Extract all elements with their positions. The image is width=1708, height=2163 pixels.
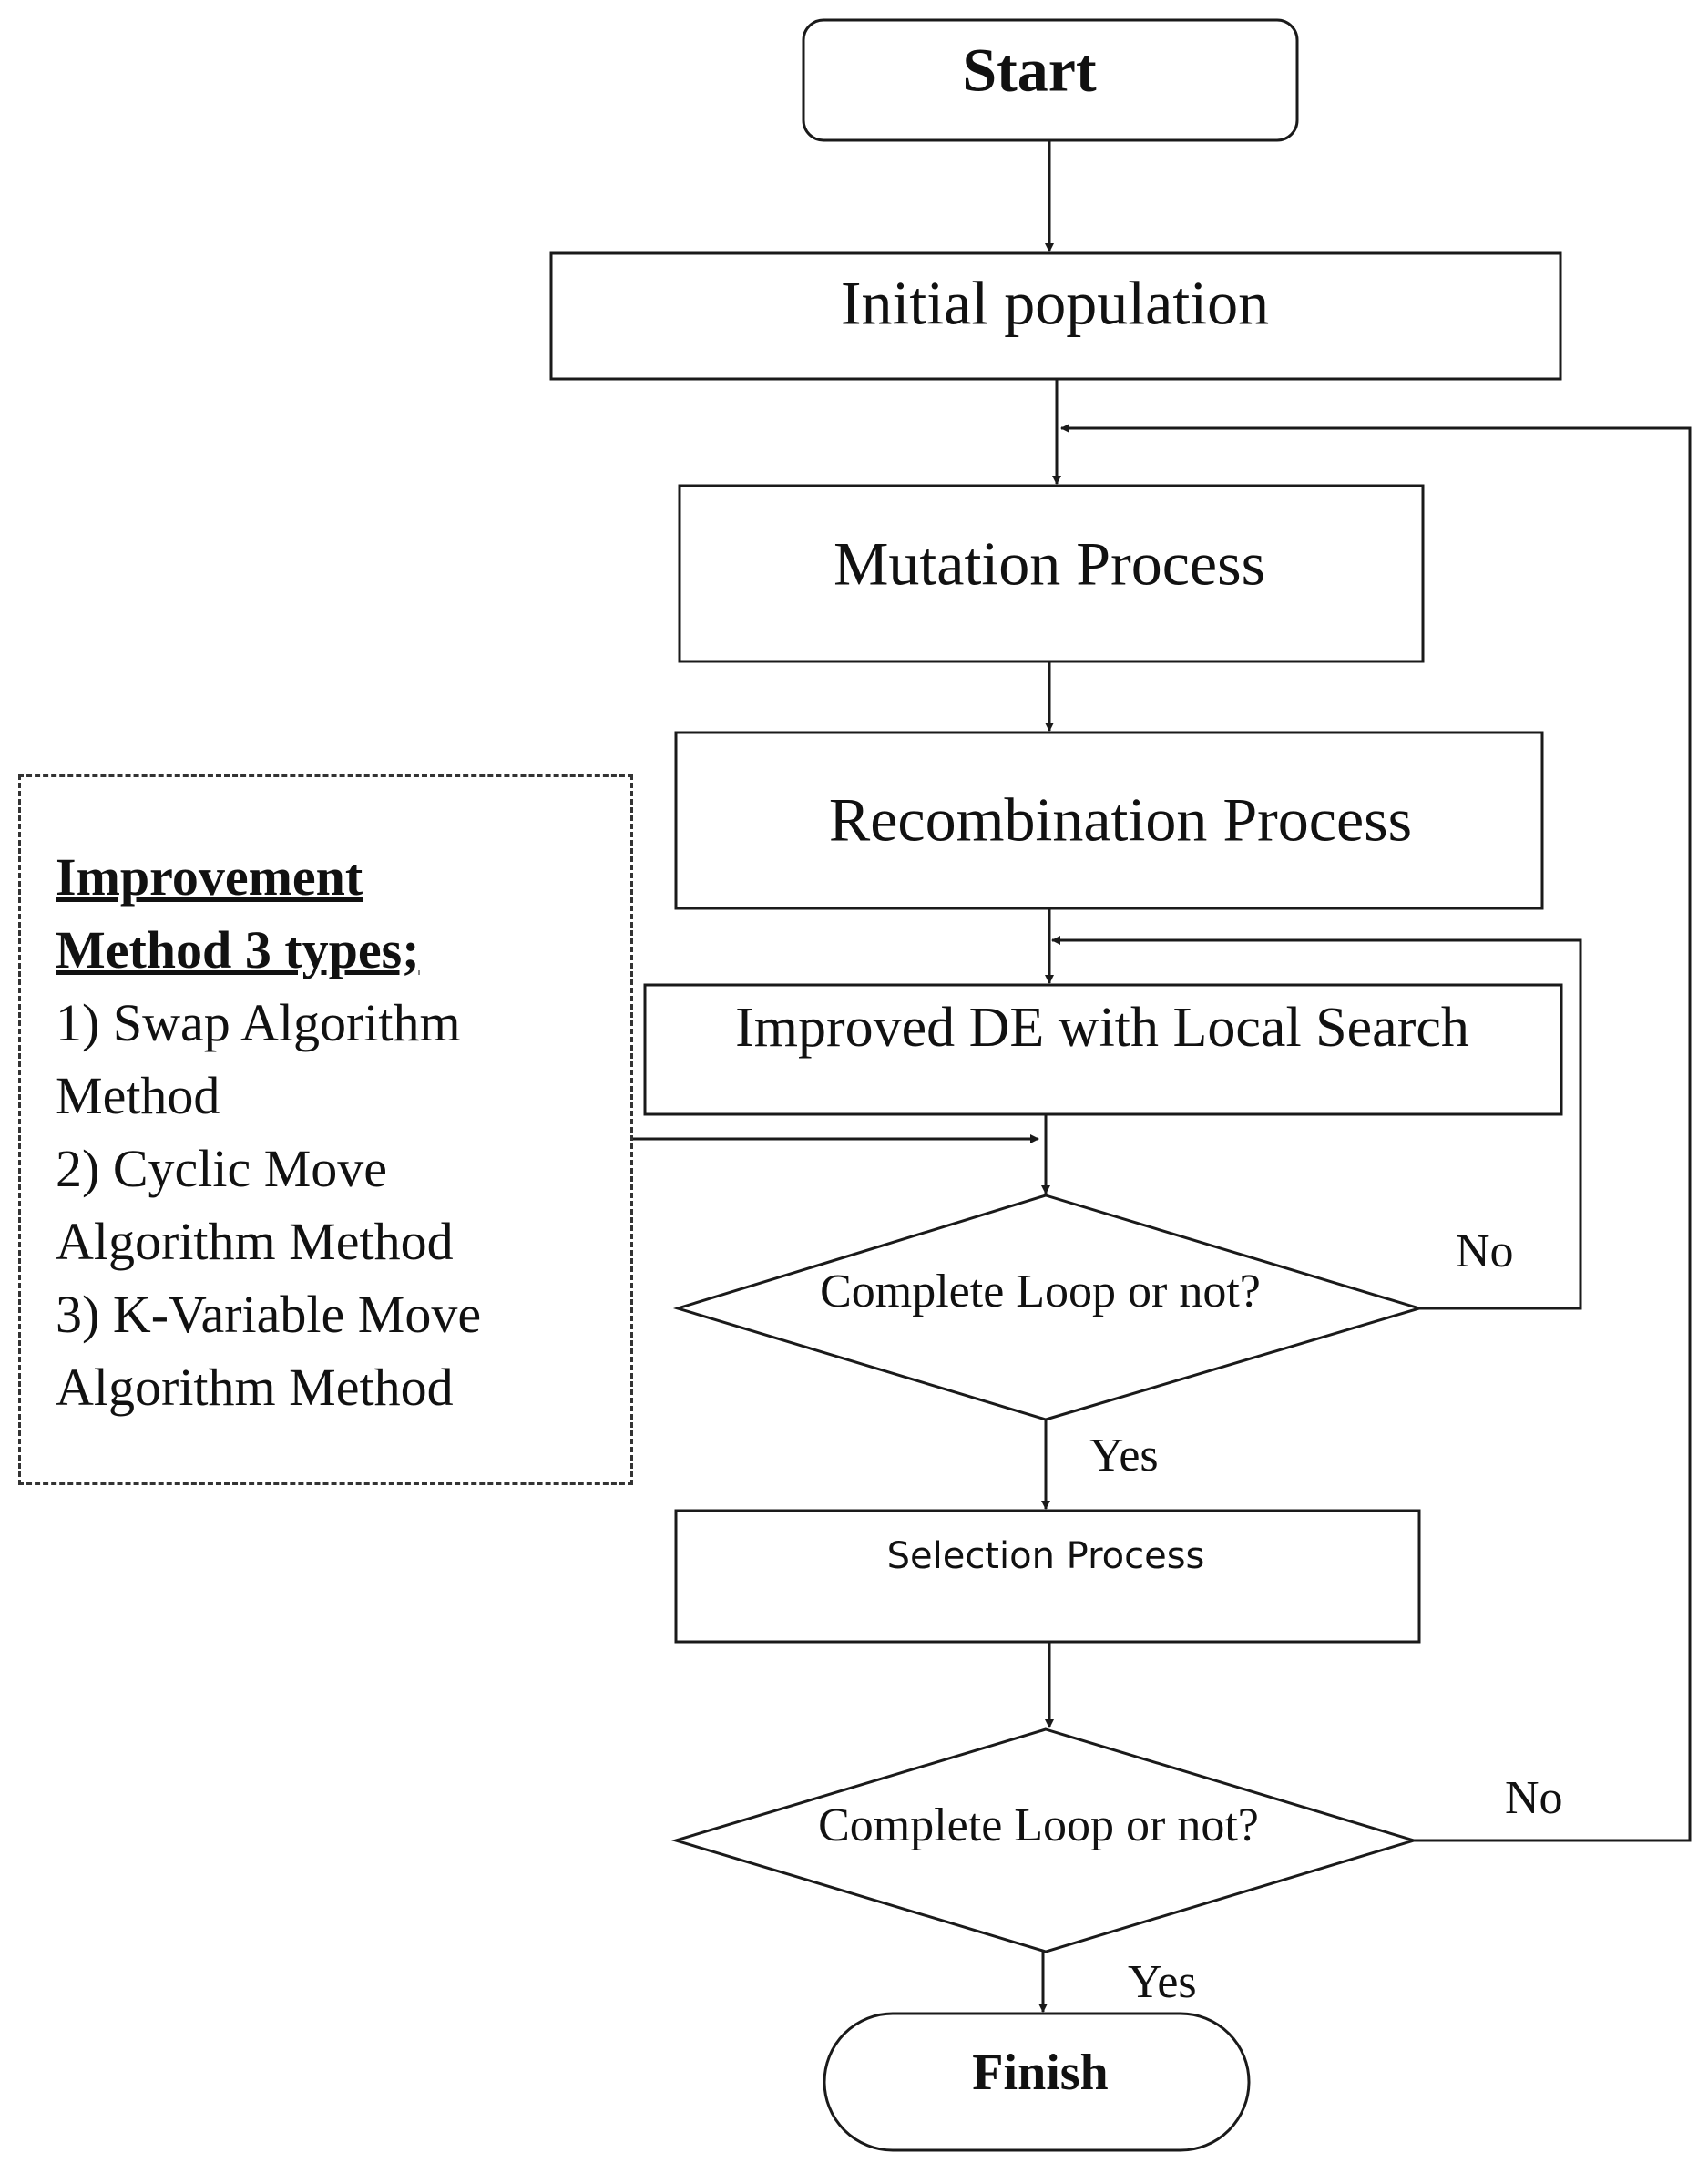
decision-2-label: Complete Loop or not? — [818, 1799, 1259, 1851]
improved-de-label: Improved DE with Local Search — [735, 997, 1469, 1059]
edge-decision-2-no-loop — [1060, 424, 1692, 1842]
finish-terminal — [823, 2012, 1251, 2152]
note-item: Algorithm Method — [56, 1212, 454, 1271]
improvement-methods-note: Improvement Method 3 types; 1) Swap Algo… — [18, 774, 633, 1485]
note-item: 1) Swap Algorithm — [56, 993, 461, 1052]
note-item: Algorithm Method — [56, 1358, 454, 1417]
note-item: Method — [56, 1066, 220, 1125]
decision-2-yes-label: Yes — [1128, 1956, 1197, 2008]
start-label: Start — [962, 36, 1097, 105]
decision-1-no-label: No — [1456, 1225, 1514, 1277]
mutation-process-box — [678, 484, 1425, 663]
decision-2-no-label: No — [1505, 1772, 1563, 1824]
note-heading-line-1: Improvement — [56, 847, 363, 907]
note-item: 2) Cyclic Move — [56, 1139, 388, 1198]
improved-de-box — [643, 983, 1563, 1116]
mutation-process-label: Mutation Process — [834, 529, 1265, 599]
recombination-process-box — [674, 731, 1544, 910]
recombination-process-label: Recombination Process — [829, 785, 1412, 855]
note-heading-line-2: Method 3 types; — [56, 920, 420, 979]
initial-population-label: Initial population — [841, 269, 1269, 338]
decision-1-yes-label: Yes — [1089, 1430, 1159, 1481]
edge-decision-1-no-loop — [1051, 936, 1582, 1310]
note-item: 3) K-Variable Move — [56, 1285, 482, 1344]
finish-label: Finish — [972, 2045, 1108, 2101]
selection-process-box — [674, 1509, 1421, 1644]
decision-2-diamond — [670, 1727, 1419, 1953]
decision-1-label: Complete Loop or not? — [820, 1266, 1261, 1317]
selection-process-label: Selection Process — [887, 1535, 1205, 1577]
